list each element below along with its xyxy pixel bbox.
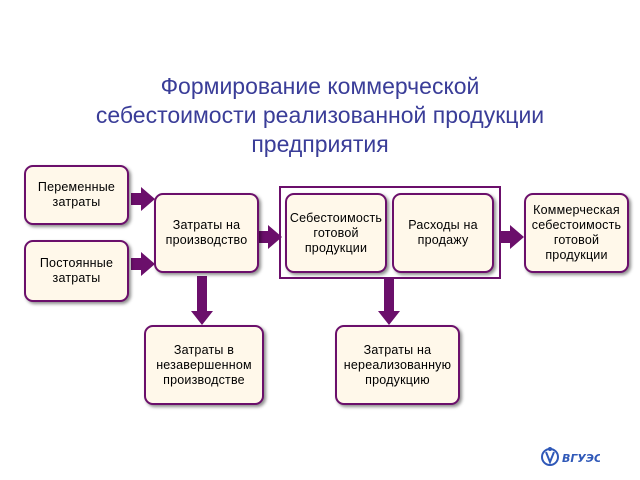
arrow-production-to-wip [191,276,213,325]
variable-costs-box: Переменные затраты [24,165,129,225]
fixed-costs-label: Постоянные затраты [39,256,114,285]
logo-text: ВГУЭС [562,452,600,465]
selling-expenses-box: Расходы на продажу [392,193,494,273]
fixed-costs-box: Постоянные затраты [24,240,129,302]
logo-emblem-icon [541,447,559,466]
arrow-variable-to-production [131,187,155,211]
arrow-group-to-unsold [378,279,400,325]
work-in-progress-box: Затраты в незавершенном производстве [144,325,264,405]
page-title: Формирование коммерческой себестоимости … [95,73,545,157]
commercial-cost-label: Коммерческая себестоимость готовой проду… [531,203,622,262]
cost-of-finished-box: Себестоимость готовой продукции [285,193,387,273]
production-costs-box: Затраты на производство [154,193,259,273]
selling-expenses-label: Расходы на продажу [408,218,478,247]
production-costs-label: Затраты на производство [165,218,248,247]
commercial-cost-box: Коммерческая себестоимость готовой проду… [524,193,629,273]
variable-costs-label: Переменные затраты [37,180,116,209]
arrow-production-to-cost [258,225,282,249]
arrow-group-to-commercial [500,225,524,249]
cost-of-finished-label: Себестоимость готовой продукции [289,210,383,255]
arrow-fixed-to-production [131,252,155,276]
unsold-costs-label: Затраты на нереализованную продукцию [343,342,452,387]
university-logo: ВГУЭС [540,444,602,472]
work-in-progress-label: Затраты в незавершенном производстве [156,342,252,387]
unsold-costs-box: Затраты на нереализованную продукцию [335,325,460,405]
